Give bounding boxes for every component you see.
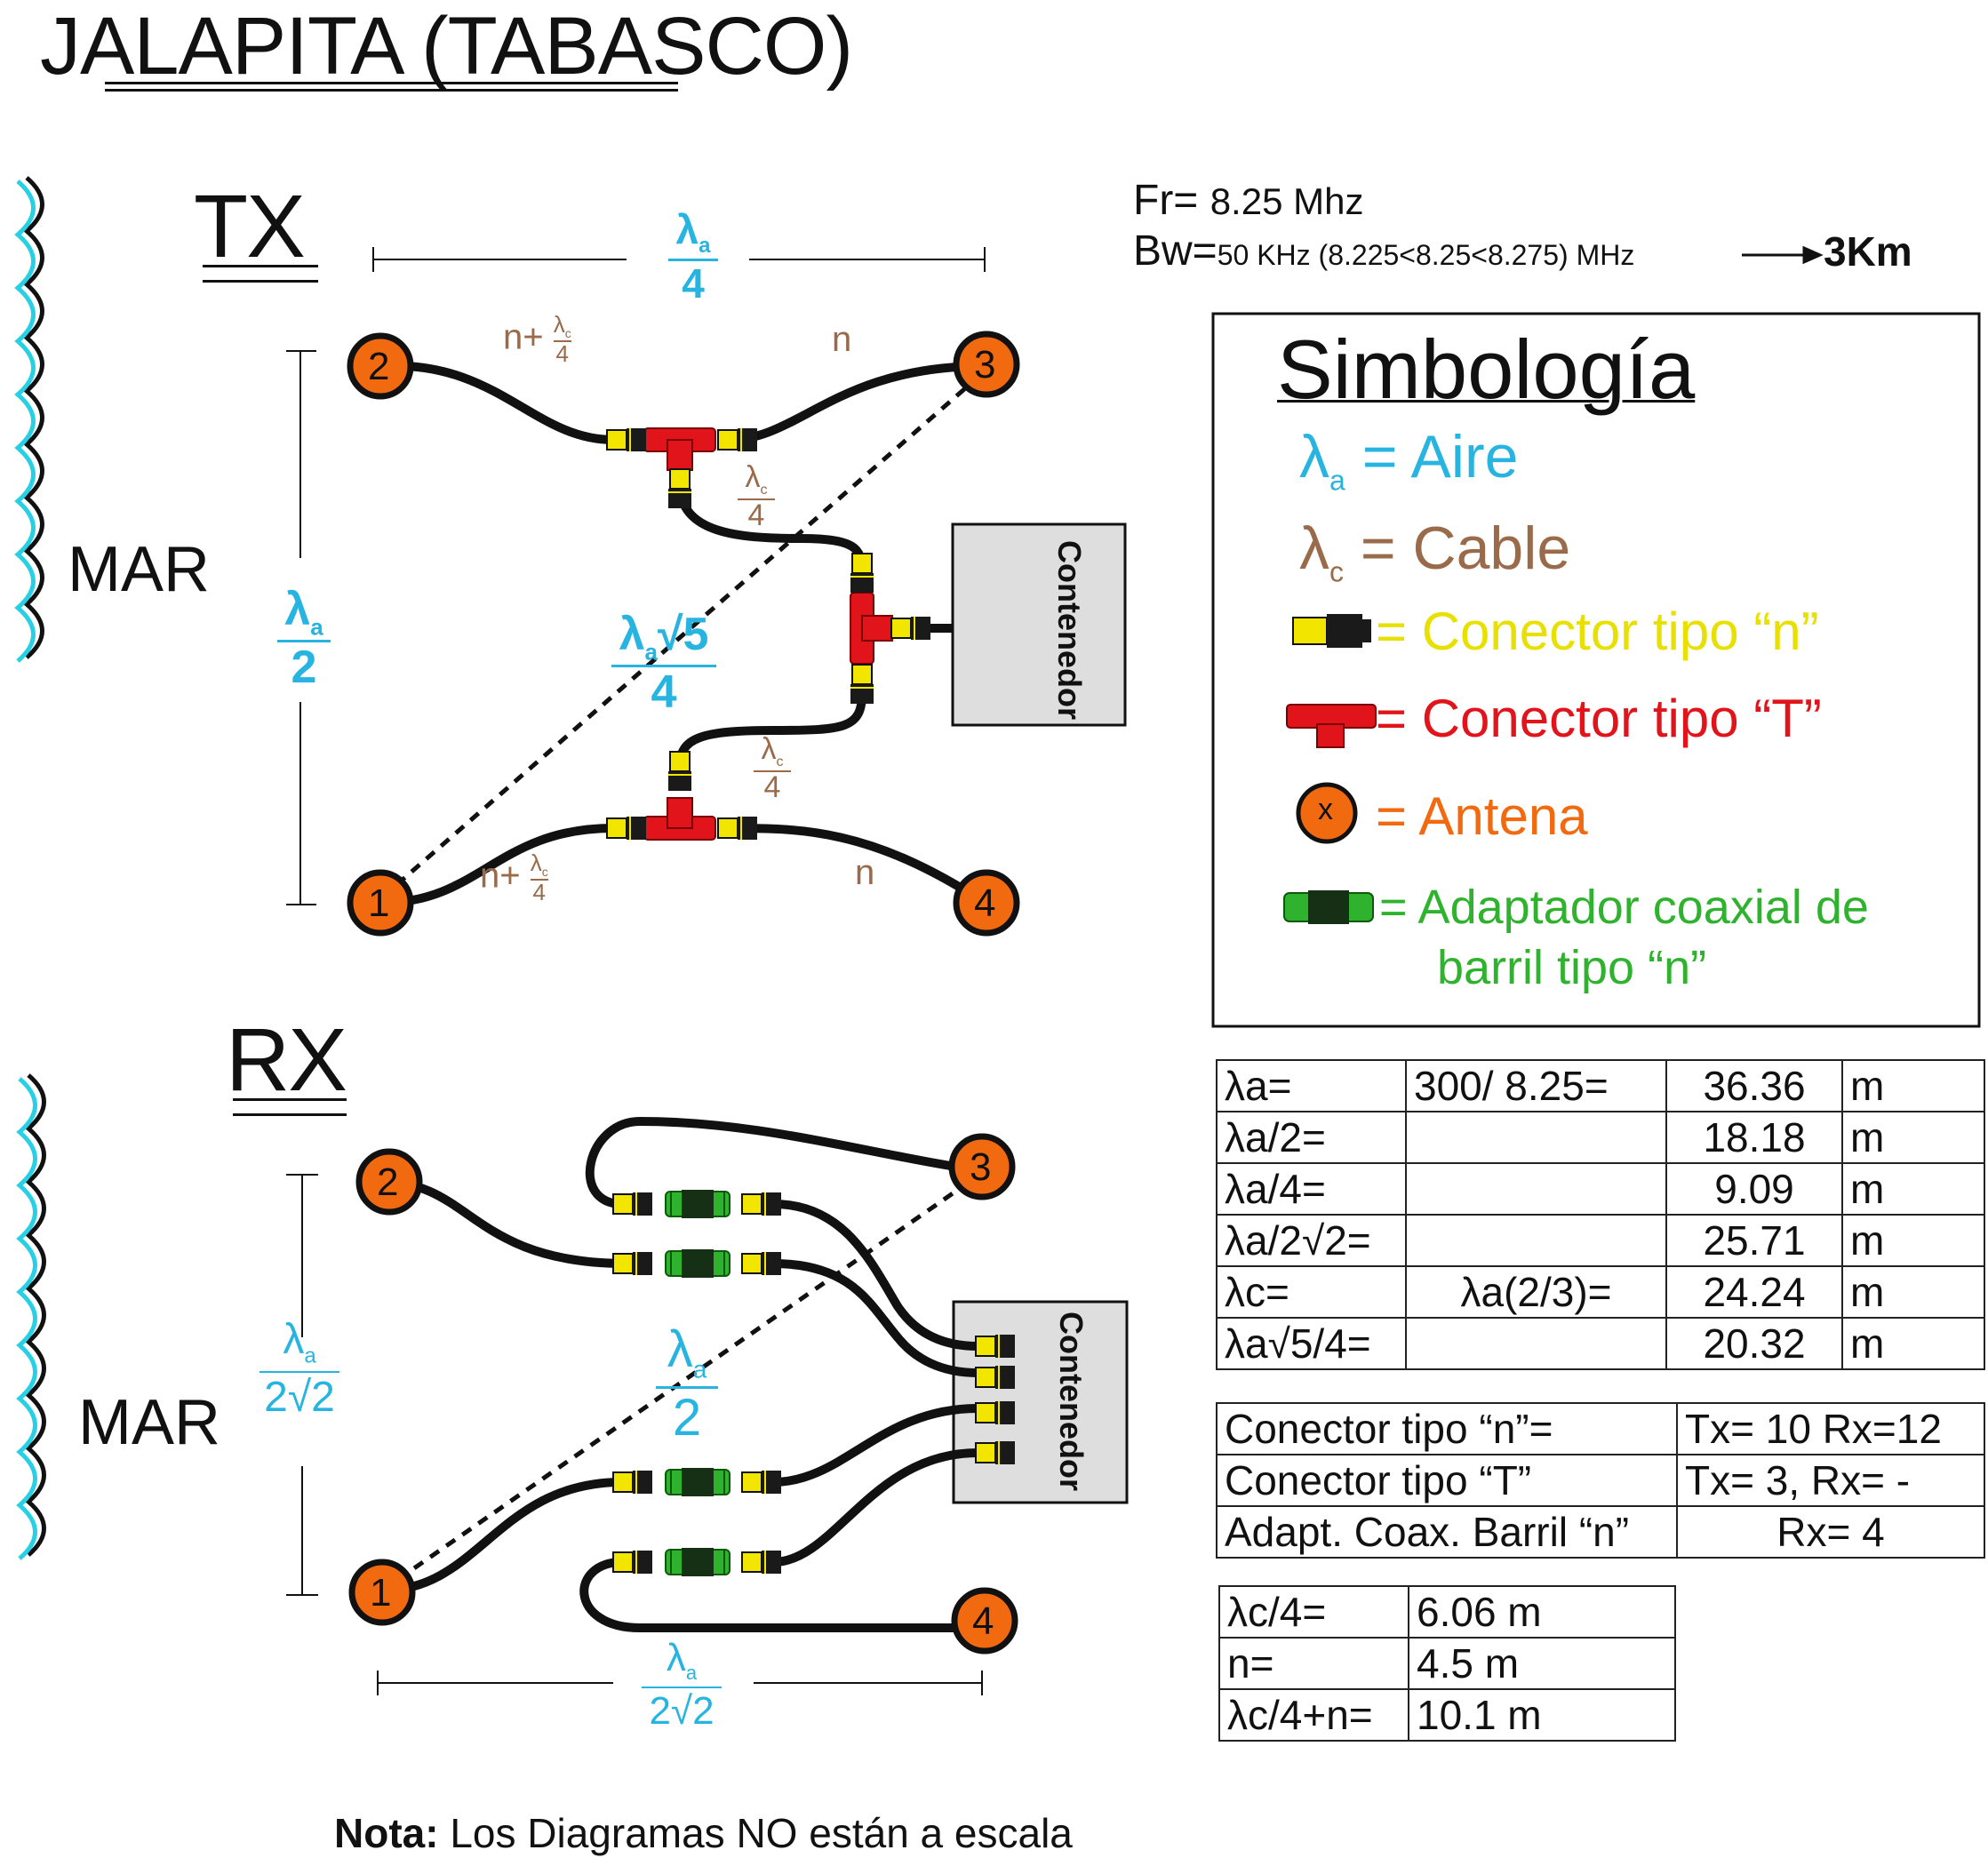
rx-dim-side <box>286 1174 318 1596</box>
sea-label-tx: MAR <box>68 534 210 605</box>
table-row: Adapt. Coax. Barril “n”Rx= 4 <box>1216 1505 1985 1559</box>
tx-container-label: Contenedor <box>1051 540 1088 720</box>
tx-antenna-3: 3 <box>974 343 996 387</box>
legend-cable: λc = Cable <box>1299 514 1571 588</box>
t-connector-bottom <box>643 797 716 841</box>
sea-waves-rx <box>16 1073 46 1560</box>
t-connector-top <box>643 427 716 471</box>
rx-antennas <box>348 1133 1018 1655</box>
table-row: n=4.5 m <box>1218 1637 1676 1690</box>
tx-dist-top: λa 4 <box>668 209 718 304</box>
rx-diagonal <box>380 1168 986 1593</box>
legend-air: λa = Aire <box>1299 423 1519 497</box>
legend-t-connector-icon <box>1286 704 1377 748</box>
rx-heading-underline <box>233 1098 347 1116</box>
legend-barrel-icon <box>1283 890 1374 924</box>
title-underline-2 <box>105 89 678 92</box>
sea-waves-tx <box>14 176 44 663</box>
sea-label-rx: MAR <box>78 1387 220 1458</box>
range-label: 3Km <box>1824 228 1912 275</box>
rx-antenna-3: 3 <box>970 1145 992 1189</box>
page-title: JALAPITA (TABASCO) <box>40 1 853 92</box>
tx-antenna-2: 2 <box>368 345 390 388</box>
rx-container-label: Contenedor <box>1053 1312 1090 1491</box>
rx-antenna-1: 1 <box>370 1571 392 1615</box>
tx-cable-label-1: n+ λc 4 <box>480 849 548 905</box>
table-row: Conector tipo “T”Tx= 3, Rx= - <box>1216 1454 1985 1507</box>
tx-cable-label-top-mid: λc 4 <box>738 461 775 531</box>
connector-table: Conector tipo “n”=Tx= 10 Rx=12 Conector … <box>1216 1402 1985 1559</box>
table-row: λc/4+n=10.1 m <box>1218 1688 1676 1742</box>
rx-cables <box>381 1116 986 1632</box>
table-row: λc/4=6.06 m <box>1218 1585 1676 1639</box>
rx-dist-bottom: λa 2√2 <box>642 1639 722 1731</box>
rx-dist-side: λa 2√2 <box>259 1319 339 1419</box>
tx-cable-label-2: n+ λc 4 <box>503 311 571 367</box>
legend-antenna-icon <box>1296 782 1358 844</box>
title-underline <box>105 82 678 84</box>
legend-barrel: = Adaptador coaxial de <box>1379 881 1869 934</box>
tx-dim-side <box>286 350 316 905</box>
tx-cable-label-4: n <box>855 853 875 892</box>
legend-antenna-x: x <box>1318 793 1333 826</box>
rx-dim-bottom <box>377 1671 983 1695</box>
legend-title: Simbología <box>1277 323 1696 416</box>
fr-line: Fr= 8.25 Mhz <box>1133 177 1364 224</box>
legend-n-connector-icon <box>1292 614 1371 648</box>
legend-antenna: = Antena <box>1376 786 1588 846</box>
range-arrow-icon <box>1742 245 1824 265</box>
tx-dim-top <box>372 247 986 272</box>
tx-antenna-4: 4 <box>974 881 996 925</box>
cable-table: λc/4=6.06 m n=4.5 m λc/4+n=10.1 m <box>1218 1585 1676 1742</box>
legend-barrel-2: barril tipo “n” <box>1437 941 1707 994</box>
tx-container <box>951 522 1127 727</box>
footer-note: Nota: Los Diagramas NO están a escala <box>334 1810 1073 1856</box>
tx-dist-diag: λa√5 4 <box>611 611 716 715</box>
tx-dist-side: λa 2 <box>277 586 331 690</box>
t-connector-mid <box>850 592 893 665</box>
rx-antenna-4: 4 <box>972 1599 994 1643</box>
tx-antennas <box>347 331 1020 937</box>
rx-heading: RX <box>226 1010 347 1110</box>
table-row: Conector tipo “n”=Tx= 10 Rx=12 <box>1216 1402 1985 1455</box>
legend-n-connector: = Conector tipo “n” <box>1376 602 1819 661</box>
rx-antenna-2: 2 <box>377 1160 399 1204</box>
tx-diagonal <box>380 370 986 899</box>
tx-heading: TX <box>194 177 306 276</box>
bw-line: Bw=50 KHz (8.225<8.25<8.275) MHz <box>1133 227 1635 275</box>
tx-cable-label-bot-mid: λc 4 <box>754 733 791 803</box>
legend-t-connector: = Conector tipo “T” <box>1376 689 1822 748</box>
rx-dist-diag: λa 2 <box>656 1324 718 1444</box>
tx-cable-label-3: n <box>832 320 852 359</box>
tx-heading-underline <box>203 265 318 283</box>
tx-antenna-1: 1 <box>368 881 390 925</box>
